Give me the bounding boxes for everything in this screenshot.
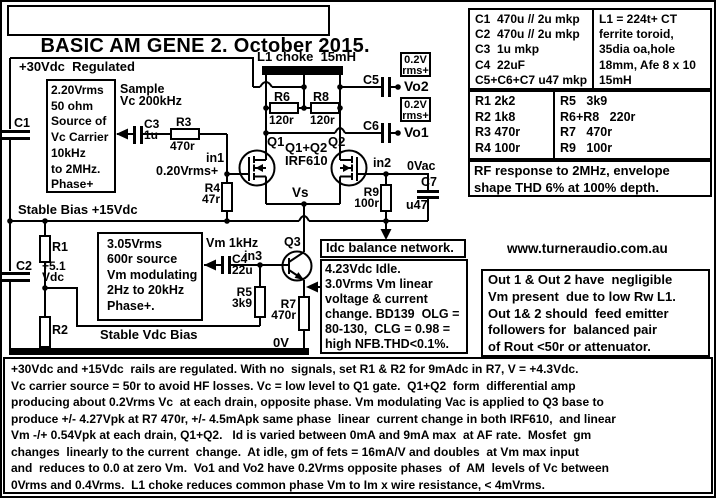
- label-vs: Vs: [292, 185, 309, 200]
- resistor-r5-symbol: [254, 286, 266, 318]
- resistor-r6-symbol: [269, 102, 299, 114]
- label-l1: L1 choke 15mH: [257, 49, 356, 64]
- capacitor-c7-symbol: [417, 190, 439, 199]
- wire-jump-bumps: [259, 81, 346, 222]
- label-c4: C4 22u: [232, 252, 253, 277]
- label-sample: Sample Vc 200kHz: [120, 82, 182, 108]
- circuit-description-box: +30Vdc and +15Vdc rails are regulated. W…: [3, 357, 713, 494]
- label-r9: R9 100r: [354, 185, 379, 210]
- junction-dots: [7, 84, 401, 291]
- page-title: BASIC AM GENE 2. October 2015.: [40, 35, 370, 57]
- label-rail-30v: +30Vdc Regulated: [19, 59, 135, 74]
- resistor-values-left: R1 2k2 R2 1k8 R3 470r R4 100r: [470, 92, 555, 158]
- resistor-values-right: R5 3k9 R6+R8 220r R7 470r R9 100r: [560, 94, 636, 155]
- label-c6: C6: [363, 119, 379, 133]
- parts-table-resistors: R1 2k2 R2 1k8 R3 470r R4 100r R5 3k9 R6+…: [468, 90, 712, 160]
- label-r8-value: 120r: [310, 113, 335, 127]
- label-in2: in2: [373, 156, 392, 170]
- label-in1-level: 0.20Vrms+: [156, 164, 219, 178]
- label-vo1: Vo1: [404, 124, 429, 140]
- capacitor-c1-symbol: [2, 130, 30, 140]
- q1-channel-arrow: [255, 164, 263, 172]
- label-in3: in3: [244, 249, 263, 263]
- label-r6-value: 120r: [269, 113, 294, 127]
- parts-table-capacitors: C1 470u // 2u mkp C2 470u // 2u mkp C3 1…: [468, 8, 712, 90]
- label-q3: Q3: [284, 235, 301, 249]
- resistor-r2-symbol: [39, 316, 51, 348]
- q3-operating-note-box: 4.23Vdc Idle. 3.0Vrms Vm linear voltage …: [320, 259, 468, 354]
- label-r3: R3: [176, 115, 192, 129]
- website-link: www.turneraudio.com.au: [507, 241, 668, 256]
- rf-response-note-box: RF response to 2MHz, envelope shape THD …: [468, 160, 712, 197]
- vo1-level-box: 0.2V rms+: [400, 97, 431, 122]
- l1-choke-bar: [262, 66, 343, 75]
- capacitor-symbols: [2, 77, 439, 282]
- label-stable-vdc: Stable Vdc Bias: [100, 327, 198, 342]
- vm-source-box: 3.05Vrms 600r source Vm modulating 2Hz t…: [97, 232, 203, 321]
- label-q2: Q2: [328, 134, 346, 149]
- vc-source-arrow: [116, 128, 128, 140]
- label-in1: in1: [206, 151, 225, 165]
- q2-channel-arrow: [343, 164, 351, 172]
- capacitor-c2-symbol: [2, 272, 30, 282]
- vo2-level-box: 0.2V rms+: [400, 52, 431, 77]
- signal-arrows: [116, 128, 392, 293]
- label-c7: C7: [421, 175, 437, 189]
- capacitor-c3-symbol: [133, 126, 143, 144]
- idc-balance-label-box: Idc balance network.: [320, 239, 466, 258]
- label-r6: R6: [274, 90, 290, 104]
- q3-note-arrow: [306, 281, 318, 293]
- label-c3: C3 1u: [144, 117, 160, 142]
- label-c7-value: u47: [406, 198, 428, 212]
- inductor-spec: L1 = 224t+ CT ferrite toroid, 35dia oa,h…: [599, 12, 696, 87]
- label-stable-bias: Stable Bias +15Vdc: [18, 202, 138, 217]
- label-plus-5v1: +5.1 Vdc: [42, 259, 66, 284]
- vm-source-arrow: [204, 259, 216, 271]
- label-c5: C5: [363, 73, 379, 87]
- label-r3-value: 470r: [170, 139, 195, 153]
- resistor-r1-symbol: [39, 235, 51, 263]
- vc-source-box: 2.20Vrms 50 ohm Source of Vc Carrier 10k…: [46, 79, 116, 193]
- capacitor-values-list: C1 470u // 2u mkp C2 470u // 2u mkp C3 1…: [470, 10, 594, 88]
- resistor-r9-symbol: [380, 184, 392, 212]
- label-q1q2: Q1+Q2 IRF610: [285, 140, 328, 168]
- resistor-r7-symbol: [298, 296, 310, 331]
- label-vm: Vm 1kHz: [206, 236, 259, 250]
- label-r7: R7 470r: [271, 297, 296, 322]
- capacitor-c6-symbol: [381, 123, 391, 143]
- capacitor-c4-symbol: [221, 256, 231, 274]
- resistor-r3-symbol: [170, 128, 200, 140]
- label-r5: R5 3k9: [231, 285, 252, 310]
- resistor-r4-symbol: [221, 182, 233, 212]
- label-zero-v: 0V: [273, 335, 289, 350]
- label-r2: R2: [52, 323, 68, 337]
- label-in2-level: 0Vac: [407, 159, 436, 173]
- title-box: BASIC AM GENE 2. October 2015.: [7, 5, 370, 57]
- label-c2: C2: [16, 259, 32, 273]
- ground-bus-0v: [9, 348, 309, 355]
- label-q1: Q1: [267, 134, 285, 149]
- idc-network-arrow: [380, 229, 392, 240]
- q3-emitter-arrow: [294, 272, 304, 280]
- label-r4: R4 47r: [201, 181, 220, 206]
- capacitor-c5-symbol: [381, 77, 391, 97]
- output-note-box: Out 1 & Out 2 have negligible Vm present…: [481, 269, 710, 357]
- label-r8: R8: [313, 90, 329, 104]
- resistor-r8-symbol: [310, 102, 340, 114]
- label-vo2: Vo2: [404, 78, 429, 94]
- label-c1: C1: [14, 116, 30, 130]
- resistor-symbols: [39, 102, 392, 348]
- label-r1: R1: [52, 240, 68, 254]
